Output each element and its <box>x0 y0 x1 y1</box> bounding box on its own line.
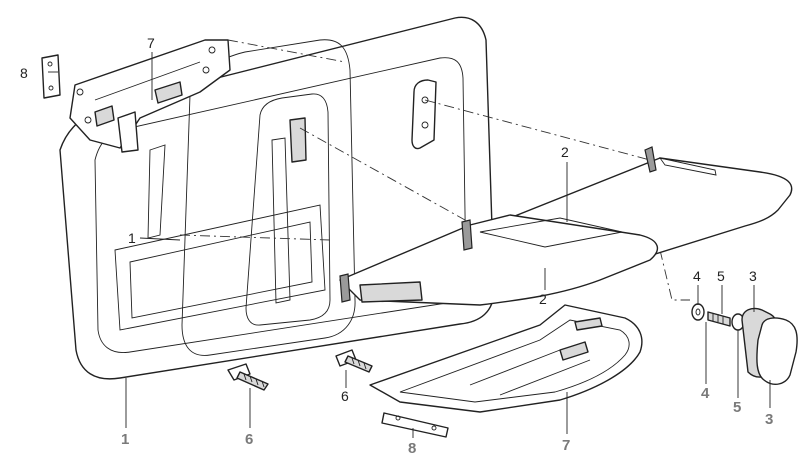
callout-1-mid: 1 <box>128 230 136 246</box>
washer-part-4 <box>691 303 705 321</box>
callout-grey-3: 3 <box>765 411 773 428</box>
bolt-part-6-right <box>335 349 373 373</box>
screw-part-5 <box>707 311 745 331</box>
inner-panel-outline <box>181 39 356 356</box>
callouts-grey: 1 6 8 7 4 5 3 <box>121 385 773 457</box>
plate-part-8-bottom <box>381 412 449 438</box>
callout-grey-5: 5 <box>733 399 741 416</box>
callout-2-lower: 2 <box>539 291 547 307</box>
assembly-lines <box>179 39 690 301</box>
callout-grey-7: 7 <box>562 437 570 454</box>
shelf-part-2-lower <box>339 214 659 306</box>
callout-3-top: 3 <box>749 268 757 284</box>
callout-7-top: 7 <box>147 35 155 51</box>
bracket-part-7 <box>69 39 231 153</box>
knob-part-3 <box>741 307 798 386</box>
callout-grey-8: 8 <box>408 440 416 457</box>
bolt-part-6-left <box>227 363 269 391</box>
callout-4-top: 4 <box>693 268 701 284</box>
callout-grey-4: 4 <box>701 385 710 402</box>
callout-grey-1: 1 <box>121 431 129 448</box>
callouts-black: 7 8 1 2 2 4 5 3 6 <box>20 35 757 404</box>
tray-part-7 <box>369 304 643 413</box>
callout-2-upper: 2 <box>561 144 569 160</box>
callout-grey-6: 6 <box>245 431 253 448</box>
callout-8-top: 8 <box>20 65 28 81</box>
leader-lines <box>48 52 771 438</box>
callout-6-mid: 6 <box>341 388 349 404</box>
callout-5-top: 5 <box>717 268 725 284</box>
plate-part-8-top <box>41 54 61 99</box>
